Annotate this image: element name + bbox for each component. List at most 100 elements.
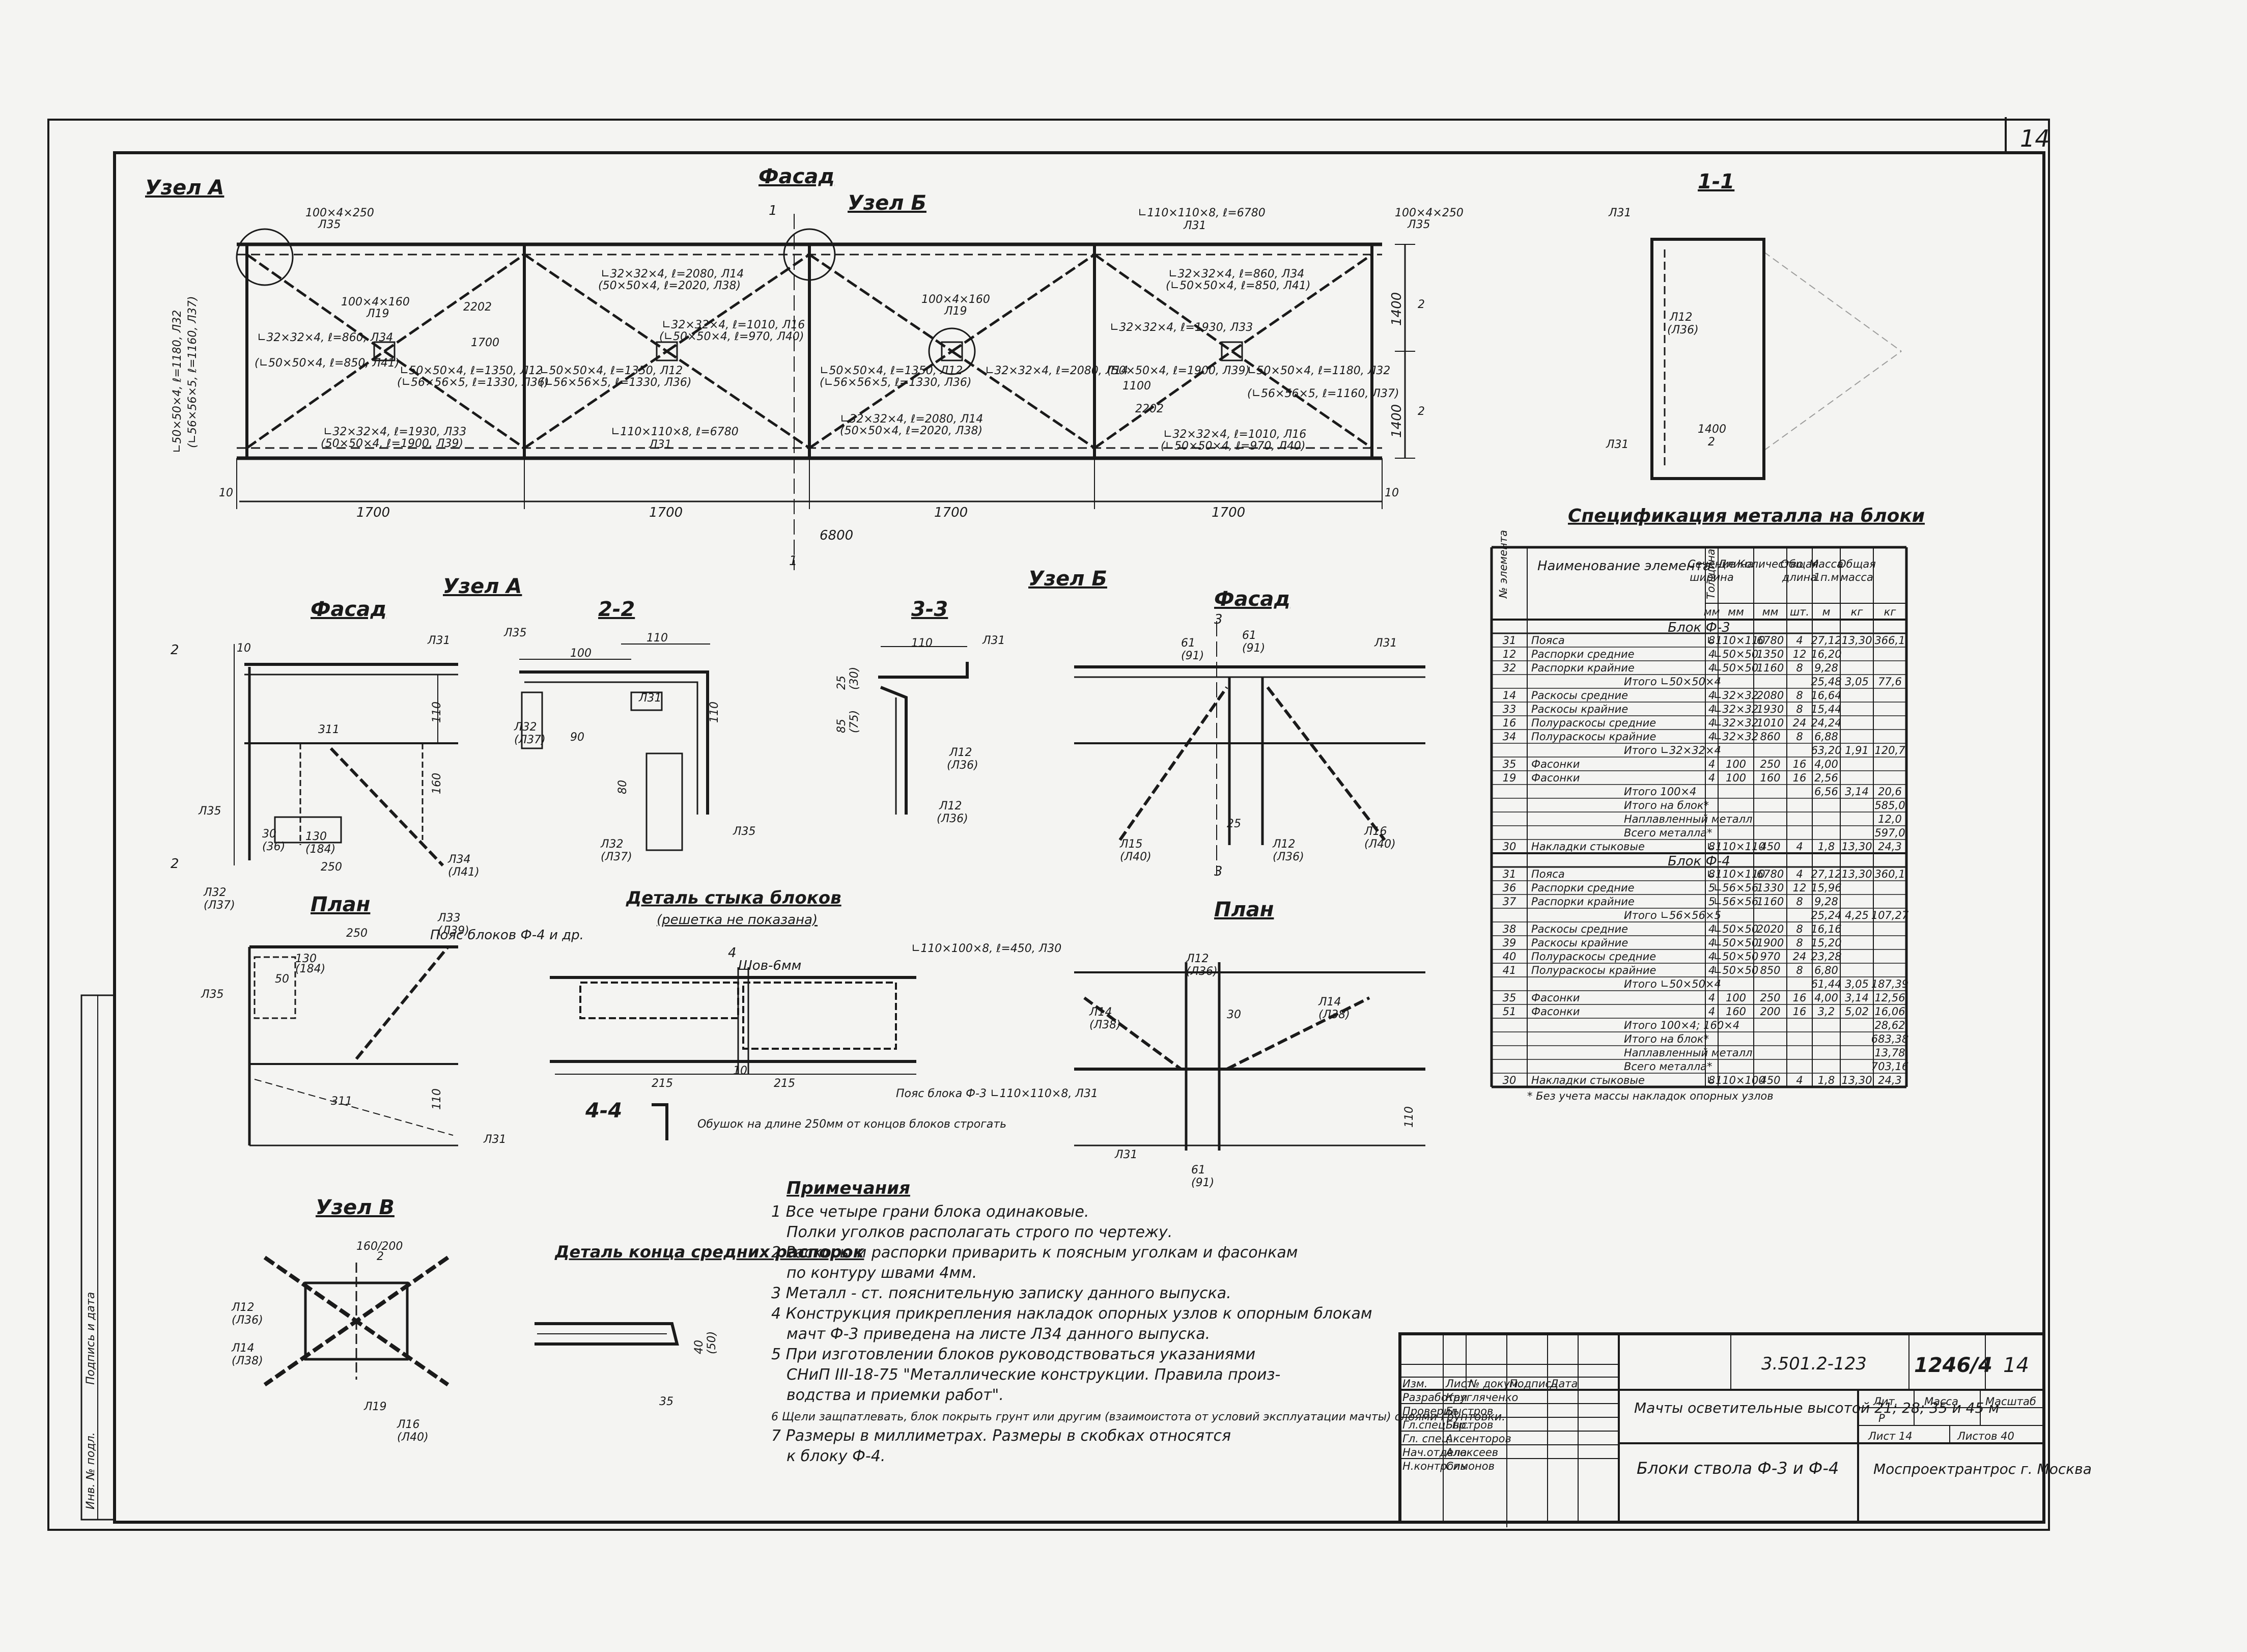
cell-value: 8 <box>1796 964 1803 976</box>
svg-text:80: 80 <box>616 780 629 794</box>
col-header: № элемента <box>1497 530 1509 599</box>
cell-name: Итого на блок* <box>1624 799 1709 811</box>
cell-value: 6,88 <box>1814 731 1838 743</box>
svg-text:(Л37): (Л37) <box>601 851 632 863</box>
svg-text:Л12: Л12 <box>939 800 962 813</box>
svg-text:№ докум.: № докум. <box>1468 1378 1522 1390</box>
cell-value: 4 <box>1796 634 1803 647</box>
svg-text:Л31: Л31 <box>982 634 1005 647</box>
cell-value: 8 <box>1708 1074 1715 1086</box>
svg-text:250: 250 <box>346 927 368 940</box>
svg-text:100×4×250: 100×4×250 <box>1395 207 1464 219</box>
unit-cell: мм <box>1704 606 1720 618</box>
svg-text:110: 110 <box>911 637 933 650</box>
svg-text:Л32: Л32 <box>203 886 227 899</box>
svg-text:Л32: Л32 <box>600 838 624 851</box>
svg-text:План: План <box>1214 898 1274 921</box>
col-header: Наименование элемента <box>1537 558 1711 574</box>
svg-text:(Л37): (Л37) <box>514 734 546 746</box>
svg-text:(91): (91) <box>1242 642 1265 655</box>
svg-text:1700: 1700 <box>1212 505 1245 520</box>
cell-value: 23,28 <box>1811 950 1841 963</box>
svg-text:∟110×110×8, ℓ=6780: ∟110×110×8, ℓ=6780 <box>1138 207 1266 219</box>
cell-name: Накладки стыковые <box>1531 1074 1645 1086</box>
svg-text:50: 50 <box>275 973 289 986</box>
cell-value: 160 <box>1726 1005 1746 1018</box>
cell-value: 5 <box>1708 882 1715 894</box>
svg-text:3.501.2-123: 3.501.2-123 <box>1761 1354 1867 1374</box>
svg-text:Л35: Л35 <box>201 988 224 1001</box>
svg-text:Л12: Л12 <box>1669 311 1693 324</box>
cell-value: 450 <box>1760 1074 1780 1086</box>
col-header: Длина <box>1718 558 1754 570</box>
cell-name: Распорки средние <box>1531 882 1635 894</box>
cell-value: ∟50×50 <box>1714 923 1759 935</box>
cell-id: 31 <box>1503 634 1516 647</box>
cell-value: ∟50×50 <box>1714 662 1759 674</box>
svg-text:110: 110 <box>431 1088 443 1110</box>
col-header: Общая <box>1838 558 1876 570</box>
svg-text:Подпись: Подпись <box>1509 1378 1557 1390</box>
cell-value: 16,64 <box>1811 689 1841 702</box>
svg-text:Полки уголков располагать стро: Полки уголков располагать строго по черт… <box>787 1223 1172 1241</box>
cell-value: 4 <box>1708 703 1715 715</box>
svg-text:(50×50×4, ℓ=1900, Л39): (50×50×4, ℓ=1900, Л39) <box>321 437 463 450</box>
cell-value: 703,16 <box>1871 1060 1908 1073</box>
svg-text:(Л36): (Л36) <box>232 1314 263 1327</box>
detail-node-c: Узел В 160/200 2 Л12 (Л36) Л14 (Л38) Л19… <box>231 1196 450 1444</box>
cell-value: 8 <box>1708 868 1715 880</box>
cell-value: 4,00 <box>1814 758 1838 770</box>
svg-text:61: 61 <box>1181 637 1195 650</box>
svg-text:2-2: 2-2 <box>598 598 635 621</box>
cell-value: 5 <box>1708 895 1715 908</box>
unit-cell: кг <box>1851 606 1864 618</box>
svg-text:(30): (30) <box>848 667 861 690</box>
svg-text:1: 1 <box>789 553 798 569</box>
cell-value: 12 <box>1793 882 1807 894</box>
svg-text:(Л36): (Л36) <box>1186 965 1218 978</box>
cell-value: 4,00 <box>1814 992 1838 1004</box>
cell-value: 1,8 <box>1818 1074 1835 1086</box>
svg-text:Лист: Лист <box>1445 1378 1473 1390</box>
svg-text:(Л40): (Л40) <box>1120 851 1151 863</box>
cell-value: 6,56 <box>1814 786 1838 798</box>
cell-value: 8 <box>1708 634 1715 647</box>
svg-text:(решетка не показана): (решетка не показана) <box>657 912 818 928</box>
svg-text:(Л40): (Л40) <box>1364 838 1396 851</box>
svg-text:∟50×50×4, ℓ=1350, Л12: ∟50×50×4, ℓ=1350, Л12 <box>400 365 543 377</box>
svg-text:2: 2 <box>1708 436 1715 449</box>
svg-text:Пояс блока Ф-3 ∟110×110×8, Л31: Пояс блока Ф-3 ∟110×110×8, Л31 <box>896 1087 1098 1100</box>
unit-cell: мм <box>1762 606 1779 618</box>
cell-value: ∟32×32 <box>1714 731 1759 743</box>
table-footnote: * Без учета массы накладок опорных узлов <box>1527 1090 1774 1102</box>
cell-name: Наплавленный металл <box>1624 1047 1752 1059</box>
svg-text:Л16: Л16 <box>1364 825 1387 838</box>
svg-text:(∟50×50×4, ℓ=970, Л40): (∟50×50×4, ℓ=970, Л40) <box>1161 440 1305 453</box>
cell-value: ∟32×32 <box>1714 717 1759 729</box>
cell-value: 585,0 <box>1874 799 1905 811</box>
cell-value: 4 <box>1708 950 1715 963</box>
svg-text:Деталь конца средних распорок: Деталь конца средних распорок <box>554 1242 865 1262</box>
svg-text:1400: 1400 <box>1389 292 1405 326</box>
svg-text:(Л38): (Л38) <box>1318 1009 1350 1021</box>
cell-name: Итого ∟50×50×4 <box>1624 978 1721 990</box>
col-header: Сечение <box>1688 558 1735 570</box>
cell-value: 8 <box>1796 923 1803 935</box>
cell-value: 4 <box>1796 868 1803 880</box>
side-stamp: Инв. № подл. Подпись и дата <box>80 994 116 1521</box>
svg-text:(∟56×56×5, ℓ=1160, Л37): (∟56×56×5, ℓ=1160, Л37) <box>1247 387 1399 400</box>
cell-value: 1160 <box>1757 895 1784 908</box>
svg-text:Фасад: Фасад <box>311 598 387 621</box>
cell-value: 8 <box>1796 703 1803 715</box>
cell-value: 16 <box>1793 992 1807 1004</box>
svg-text:Гл. спец.: Гл. спец. <box>1402 1433 1452 1445</box>
svg-text:Л14: Л14 <box>1318 996 1341 1009</box>
svg-text:Л35: Л35 <box>318 218 341 231</box>
svg-text:Фасад: Фасад <box>1214 587 1290 611</box>
svg-text:(184): (184) <box>305 843 335 856</box>
cell-name: Наплавленный металл <box>1624 813 1752 825</box>
cell-name: Фасонки <box>1531 1005 1580 1018</box>
strut-end-detail: Деталь конца средних распорок 40 (50) 35 <box>535 1242 865 1408</box>
cell-value: 63,20 <box>1811 744 1841 757</box>
cell-value: 24,24 <box>1811 717 1841 729</box>
